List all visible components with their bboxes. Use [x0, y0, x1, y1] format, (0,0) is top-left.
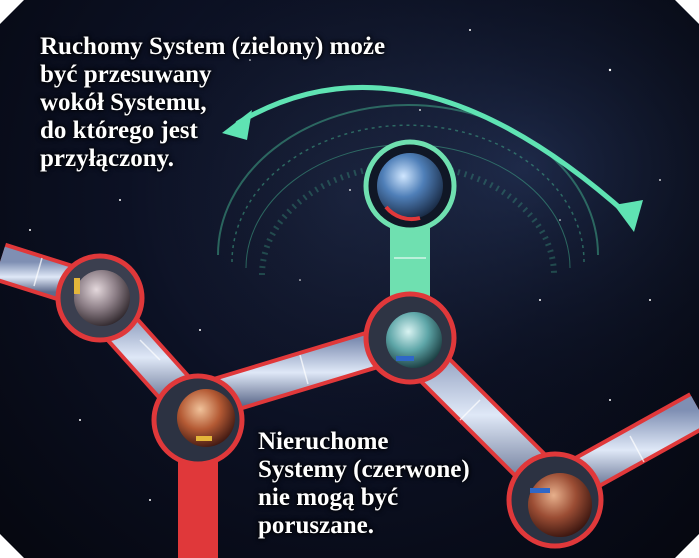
fixed-system-lower-left [154, 376, 242, 464]
caption-line: Nieruchome [258, 428, 470, 456]
caption-line: Ruchomy System (zielony) może [40, 33, 385, 61]
movable-system-caption: Ruchomy System (zielony) może być przesu… [40, 33, 385, 173]
caption-line: przyłączony. [40, 145, 385, 173]
caption-line: do którego jest [40, 117, 385, 145]
caption-line: Systemy (czerwone) [258, 456, 470, 484]
caption-line: nie mogą być [258, 484, 470, 512]
fixed-system-top-left [58, 256, 142, 340]
brown-planet-icon [528, 473, 592, 537]
fixed-systems-caption: Nieruchome Systemy (czerwone) nie mogą b… [258, 428, 470, 540]
caption-line: być przesuwany [40, 61, 385, 89]
grey-planet-icon [74, 270, 130, 326]
fixed-system-center [366, 294, 454, 382]
caption-line: wokół Systemu, [40, 89, 385, 117]
caption-line: poruszane. [258, 512, 470, 540]
fixed-system-bottom-right [509, 454, 601, 546]
